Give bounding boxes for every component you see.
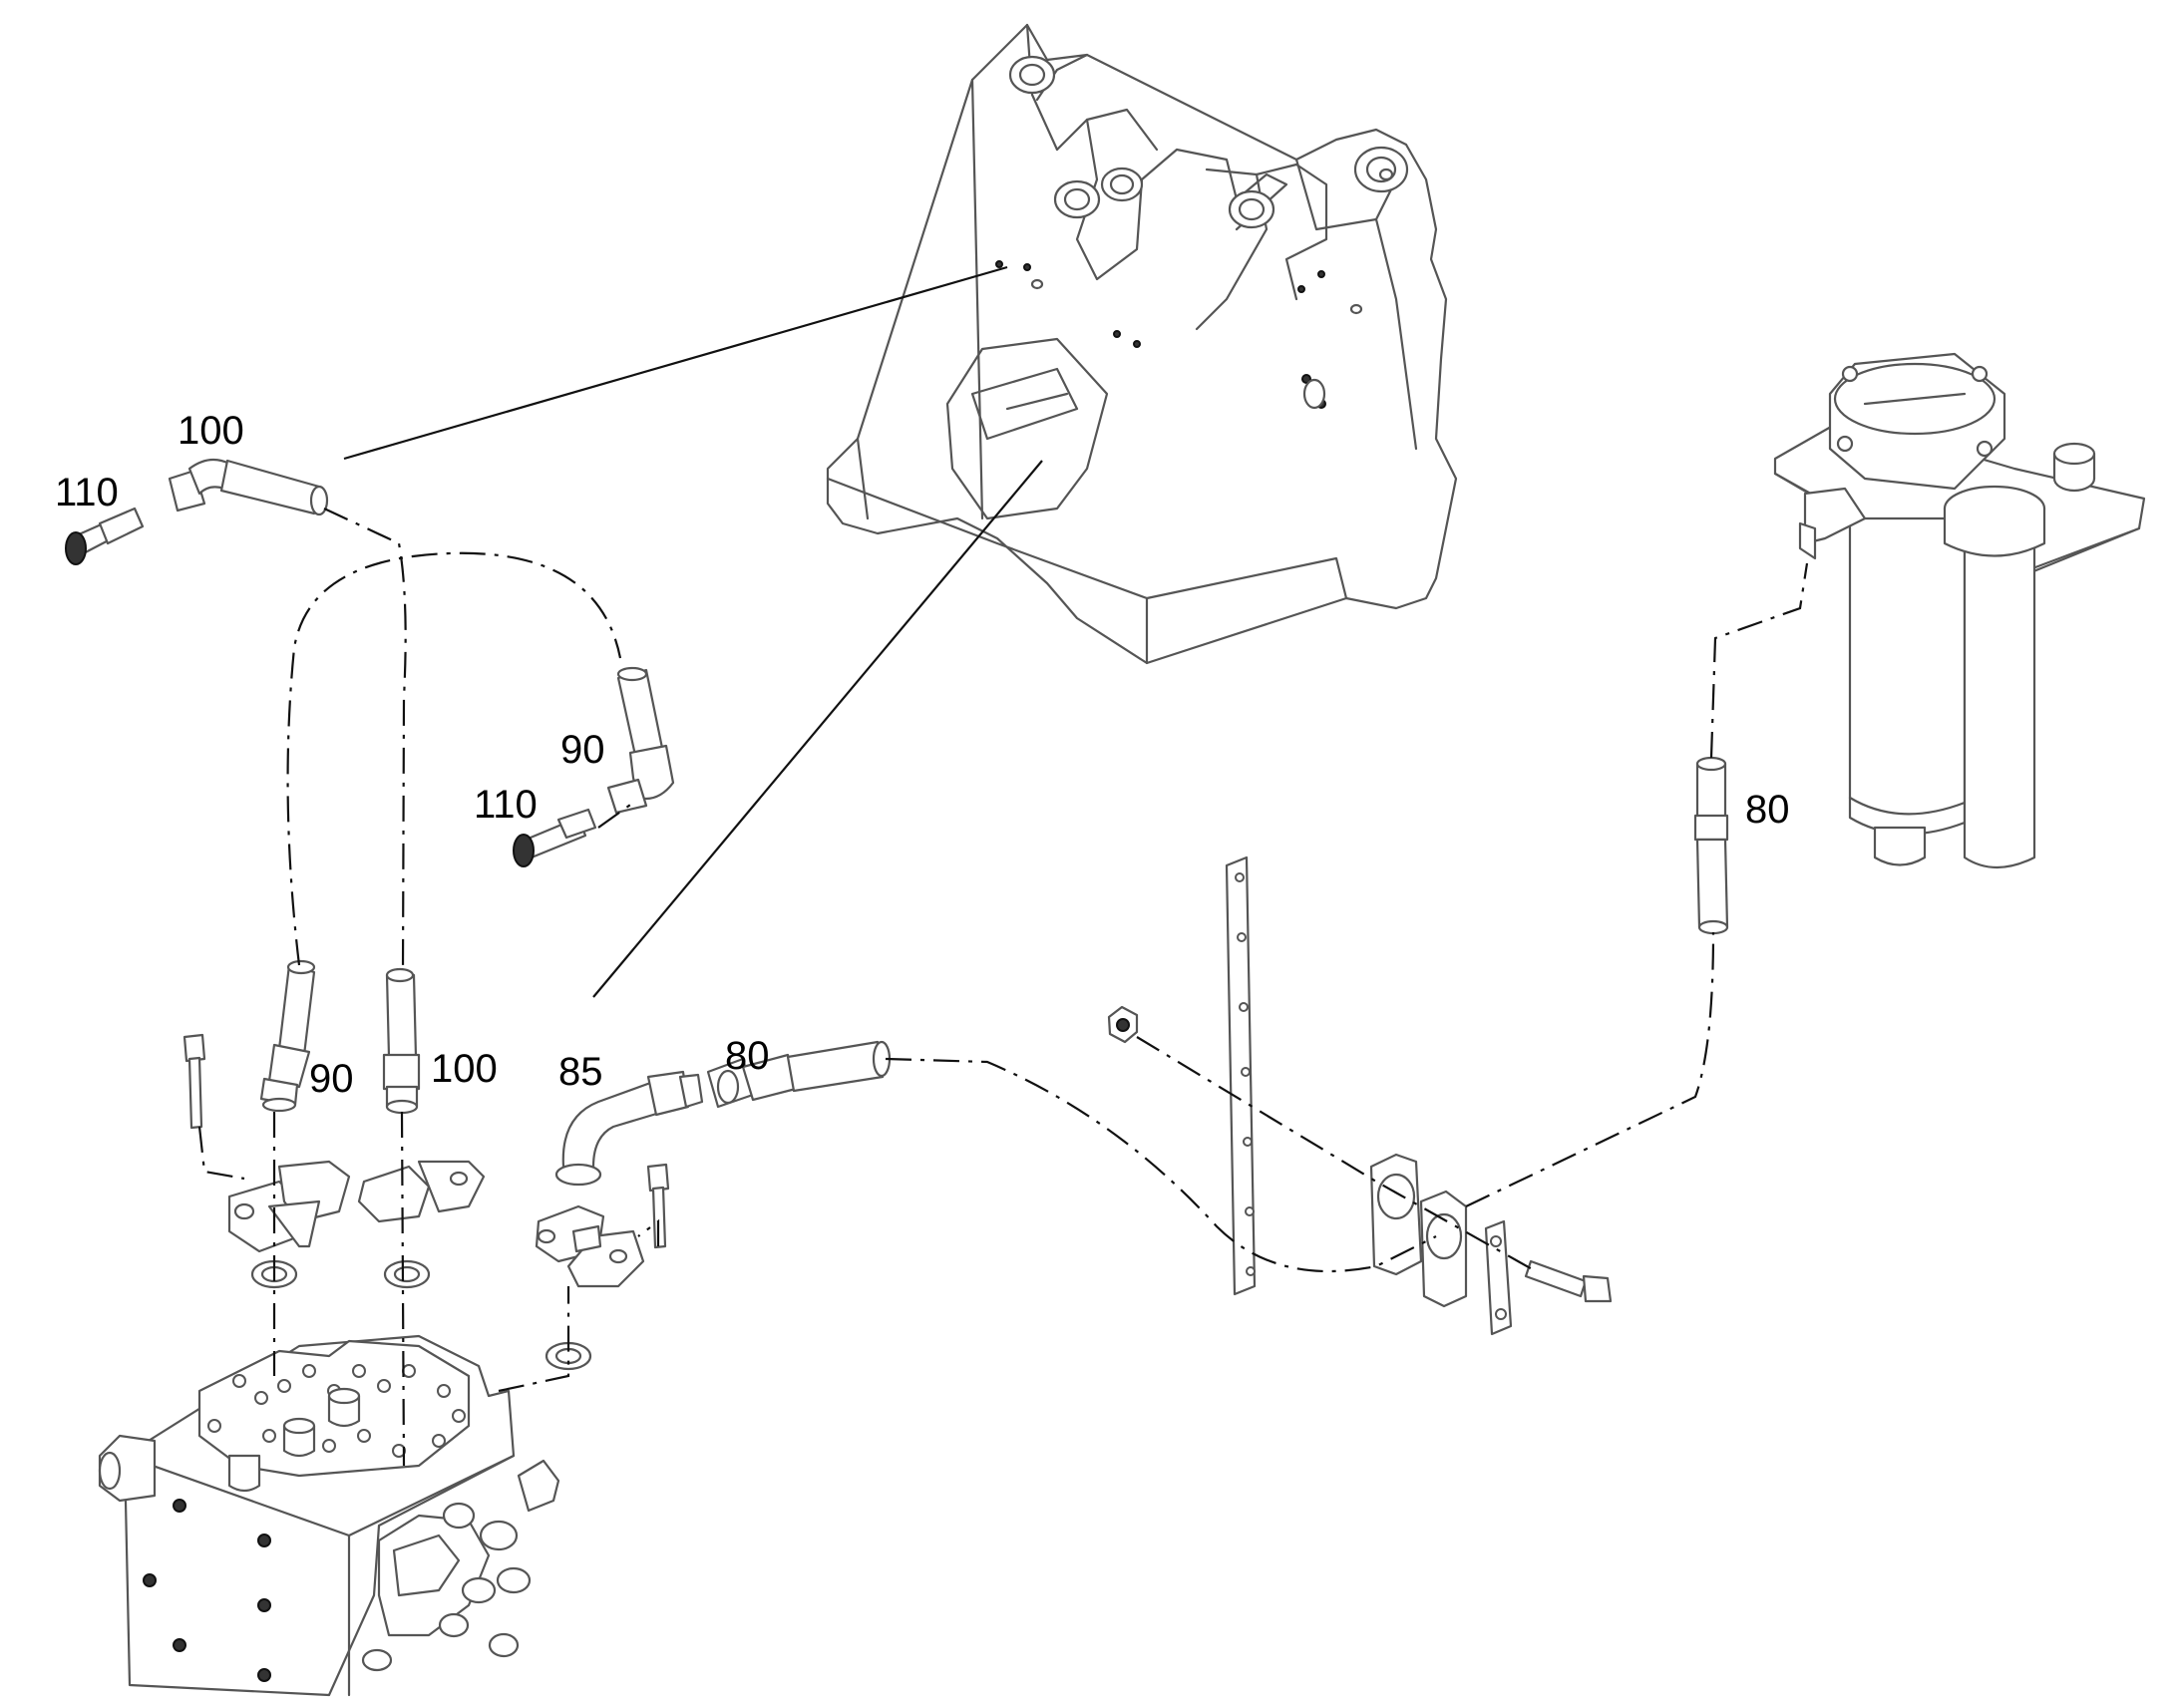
label-adapter-110-top: 110 bbox=[55, 471, 119, 514]
filter-assembly bbox=[1773, 352, 2146, 868]
hose-90-lower bbox=[259, 959, 316, 1113]
label-adapter-110-mid: 110 bbox=[474, 783, 538, 827]
label-hose-90-lower: 90 bbox=[309, 1057, 354, 1101]
hose-100-lower bbox=[382, 967, 421, 1115]
hose-100-top bbox=[168, 458, 329, 516]
elbow-85 bbox=[554, 1070, 704, 1187]
hose-80-lower bbox=[706, 1040, 892, 1109]
label-hose-100-top: 100 bbox=[178, 409, 244, 453]
label-hose-80-lower: 80 bbox=[725, 1034, 770, 1078]
label-hose-100-lower: 100 bbox=[431, 1047, 498, 1091]
connection-paths bbox=[197, 508, 1809, 1467]
callout-labels: 100 110 90 110 90 100 85 80 80 bbox=[55, 409, 1790, 1101]
label-hose-80-right: 80 bbox=[1745, 788, 1790, 832]
mounting-bracket bbox=[1107, 855, 1613, 1336]
label-elbow-85: 85 bbox=[558, 1050, 603, 1094]
label-elbow-90-mid: 90 bbox=[560, 728, 605, 772]
adapter-110-top bbox=[65, 507, 145, 565]
flange-clamp-set bbox=[182, 1033, 670, 1371]
adapter-110-mid bbox=[513, 808, 597, 867]
leader-lines bbox=[343, 265, 1043, 998]
loader-frame bbox=[826, 23, 1458, 665]
control-valve-block bbox=[98, 1334, 560, 1697]
hose-80-right bbox=[1693, 756, 1729, 935]
hose-90-mid bbox=[606, 666, 675, 815]
